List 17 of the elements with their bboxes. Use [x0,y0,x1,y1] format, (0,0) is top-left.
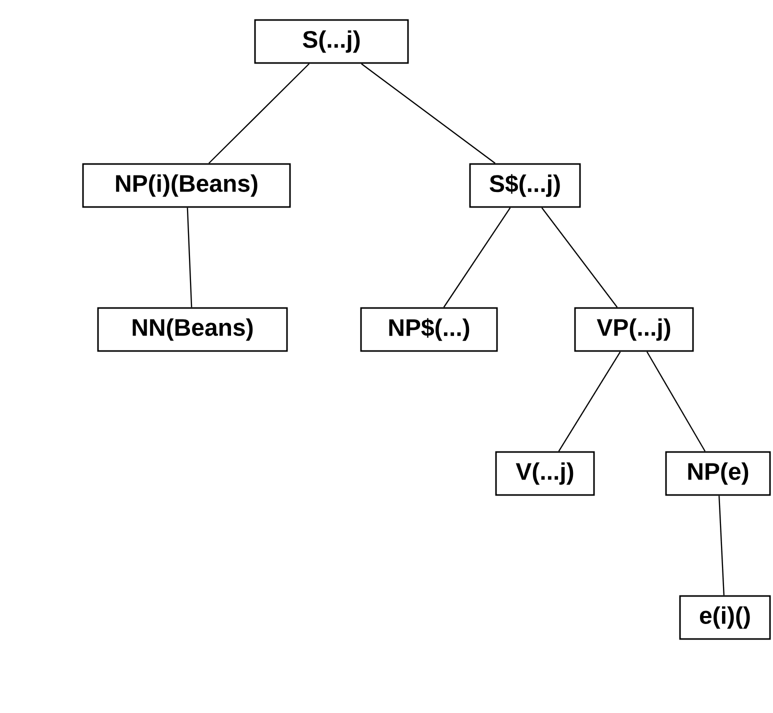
tree-edge [443,207,511,308]
tree-edge [646,351,706,452]
tree-node-box: NP(i)(Beans) [82,163,291,208]
tree-edge [208,63,310,164]
tree-edge [718,496,725,596]
tree-node-box: VP(...j) [574,307,694,352]
tree-node-box: NP(e) [665,451,771,496]
tree-edge [558,351,621,452]
tree-edge [186,208,192,308]
tree-node-box: NP$(...) [360,307,498,352]
tree-node-box: S$(...j) [469,163,581,208]
tree-node-box: e(i)() [679,595,771,640]
tree-edge [541,207,618,308]
tree-edge [361,63,496,164]
tree-node-box: V(...j) [495,451,595,496]
tree-node-box: S(...j) [254,19,409,64]
tree-node-box: NN(Beans) [97,307,288,352]
